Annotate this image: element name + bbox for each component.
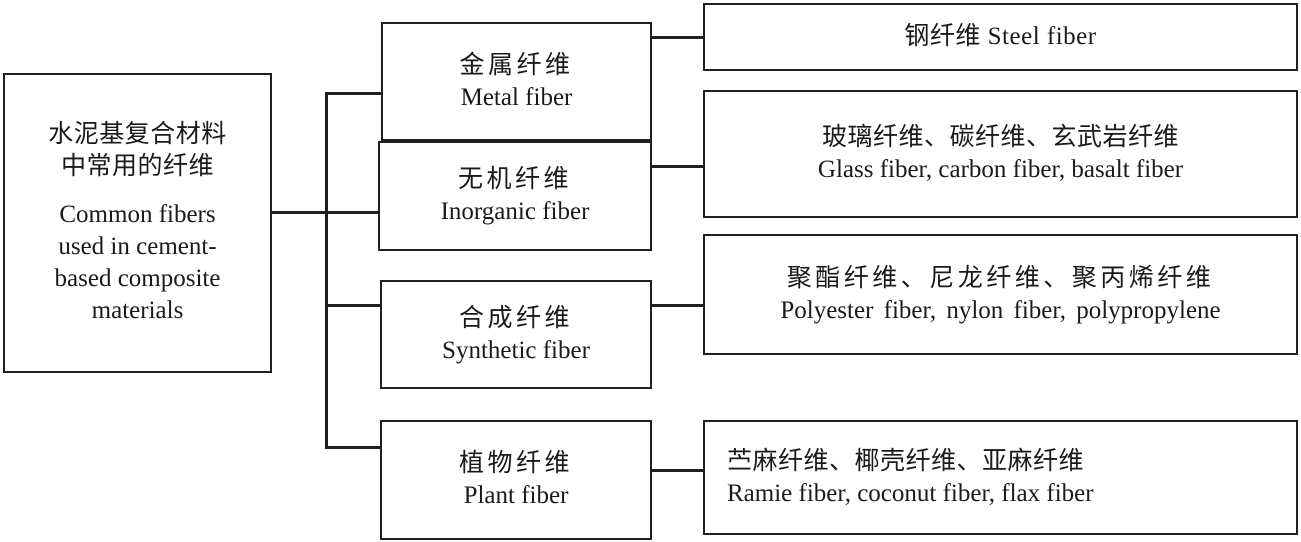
connector-root-to-trunk <box>272 211 328 214</box>
root-en-line-1: Common fibers <box>59 201 216 228</box>
connector-trunk-to-metal <box>325 92 383 95</box>
polyester-example-en: Polyester fiber, nylon fiber, polypropyl… <box>780 296 1221 324</box>
glass-example-cn: 玻璃纤维、碳纤维、玄武岩纤维 <box>821 124 1179 151</box>
node-examples-synthetic[interactable]: 聚酯纤维、尼龙纤维、聚丙烯纤维 Polyester fiber, nylon f… <box>703 234 1298 355</box>
connector-plant-to-ramie <box>652 469 705 472</box>
plant-en-label: Plant fiber <box>463 482 569 509</box>
steel-example-line: 钢纤维 Steel fiber <box>904 23 1097 50</box>
node-category-synthetic-fiber[interactable]: 合成纤维 Synthetic fiber <box>380 280 652 389</box>
ramie-example-cn: 苎麻纤维、椰壳纤维、亚麻纤维 <box>727 447 1085 475</box>
node-category-inorganic-fiber[interactable]: 无机纤维 Inorganic fiber <box>378 141 652 251</box>
connector-trunk-to-plant <box>325 446 382 449</box>
node-examples-plant[interactable]: 苎麻纤维、椰壳纤维、亚麻纤维 Ramie fiber, coconut fibe… <box>703 420 1298 535</box>
synthetic-en-label: Synthetic fiber <box>442 336 590 364</box>
node-examples-inorganic[interactable]: 玻璃纤维、碳纤维、玄武岩纤维 Glass fiber, carbon fiber… <box>703 90 1298 218</box>
node-category-plant-fiber[interactable]: 植物纤维 Plant fiber <box>380 420 652 540</box>
metal-cn-label: 金属纤维 <box>459 51 574 79</box>
root-en-line-2: used in cement- <box>58 233 217 260</box>
metal-en-label: Metal fiber <box>460 83 573 111</box>
root-cn-line-2: 中常用的纤维 <box>60 153 214 180</box>
synthetic-cn-label: 合成纤维 <box>458 304 573 332</box>
connector-trunk-vertical <box>325 92 328 449</box>
inorganic-en-label: Inorganic fiber <box>440 198 590 225</box>
connector-trunk-to-inorganic <box>325 211 381 214</box>
root-en-line-3: based composite <box>54 265 221 292</box>
connector-synthetic-to-polyester <box>652 304 705 307</box>
connector-metal-to-steel <box>652 36 705 39</box>
connector-inorganic-to-glass <box>652 165 705 168</box>
ramie-example-en: Ramie fiber, coconut fiber, flax fiber <box>727 479 1094 507</box>
glass-example-en: Glass fiber, carbon fiber, basalt fiber <box>817 156 1184 183</box>
inorganic-cn-label: 无机纤维 <box>457 166 572 193</box>
node-examples-metal[interactable]: 钢纤维 Steel fiber <box>703 3 1298 71</box>
polyester-example-cn: 聚酯纤维、尼龙纤维、聚丙烯纤维 <box>786 264 1215 292</box>
root-cn-line-1: 水泥基复合材料 <box>48 121 227 148</box>
connector-trunk-to-synthetic <box>325 304 382 307</box>
node-root-common-fibers[interactable]: 水泥基复合材料 中常用的纤维 Common fibers used in cem… <box>3 73 272 373</box>
node-category-metal-fiber[interactable]: 金属纤维 Metal fiber <box>381 22 652 141</box>
plant-cn-label: 植物纤维 <box>458 450 573 477</box>
root-en-line-4: materials <box>91 297 184 324</box>
